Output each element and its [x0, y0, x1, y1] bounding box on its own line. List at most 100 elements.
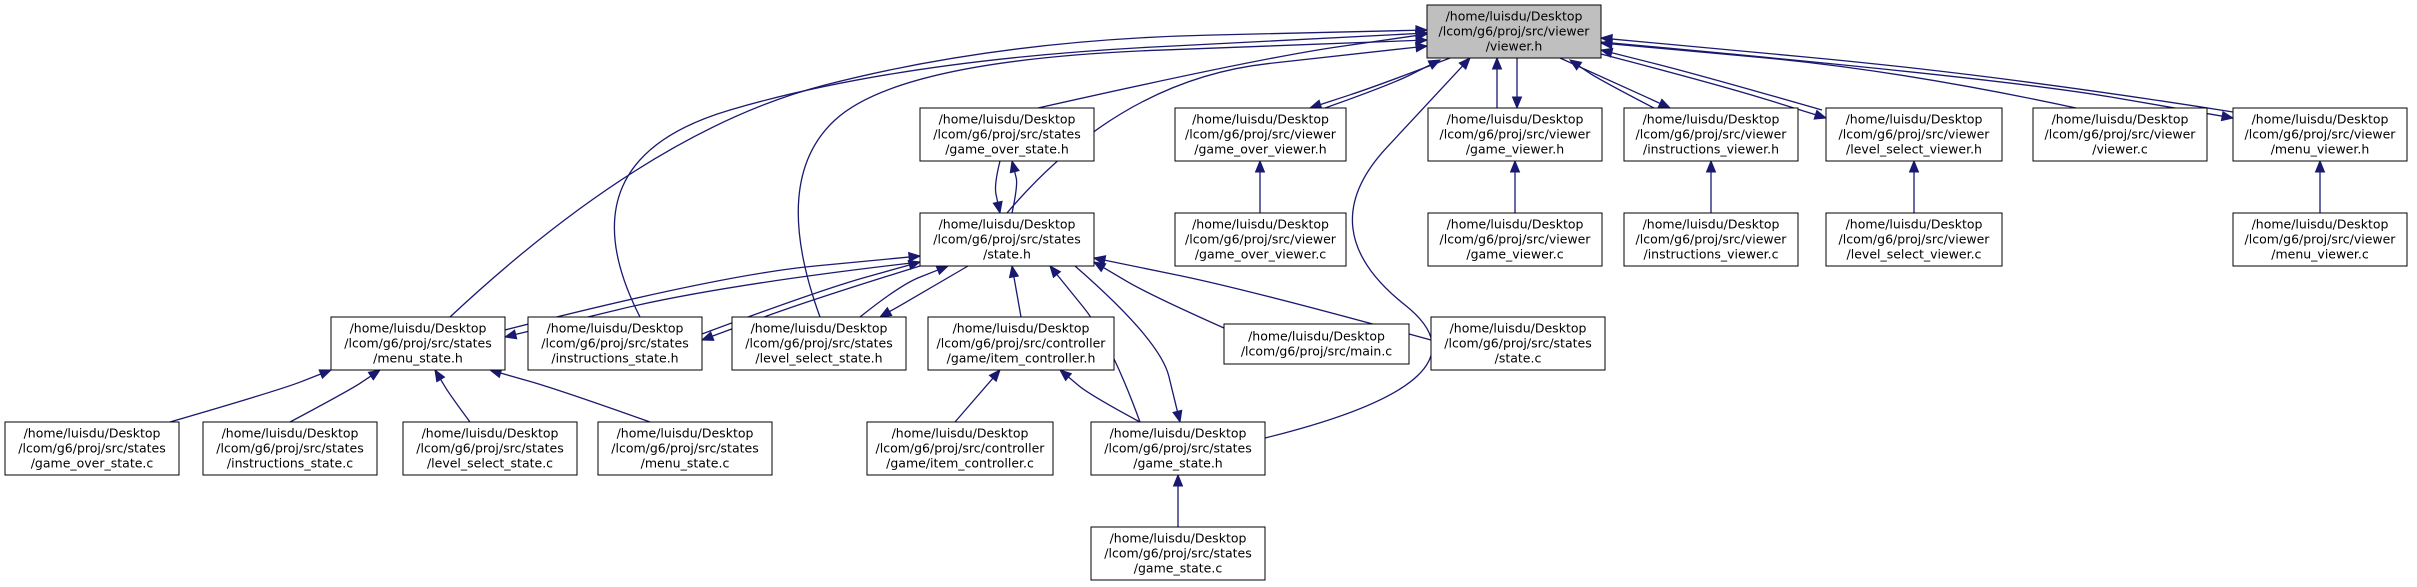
edge-menu_state_c-to-menu_state_h: [488, 368, 651, 423]
node-label-line: /viewer.h: [1486, 39, 1543, 54]
node-level-select-viewer-c[interactable]: /home/luisdu/Desktop/lcom/g6/proj/src/vi…: [1825, 212, 2003, 267]
arrowhead-icon: [1009, 159, 1020, 174]
node-box: [1223, 323, 1410, 365]
node-label-line: /home/luisdu/Desktop: [939, 112, 1076, 127]
node-label-line: /game_over_state.h: [945, 142, 1069, 157]
node-item-controller-h[interactable]: /home/luisdu/Desktop/lcom/g6/proj/src/co…: [927, 316, 1115, 371]
edge-menu_state_h-to-viewer_h: [449, 25, 1429, 318]
edge-line: [1013, 275, 1022, 318]
node-game-viewer-h[interactable]: /home/luisdu/Desktop/lcom/g6/proj/src/vi…: [1427, 107, 1603, 162]
node-label-line: /lcom/g6/proj/src/controller: [876, 441, 1046, 456]
arrowhead-icon: [878, 306, 893, 318]
node-label-line: /game/item_controller.c: [886, 456, 1034, 471]
node-box: [1174, 107, 1347, 162]
node-viewer-c[interactable]: /home/luisdu/Desktop/lcom/g6/proj/src/vi…: [2032, 107, 2208, 162]
node-label-line: /home/luisdu/Desktop: [1643, 112, 1780, 127]
arrowhead-icon: [1049, 264, 1062, 279]
node-label-line: /home/luisdu/Desktop: [617, 426, 754, 441]
node-label-line: /state.h: [983, 247, 1031, 262]
node-label-line: /lcom/g6/proj/src/viewer: [1839, 232, 1991, 247]
node-box: [330, 316, 506, 371]
edge-game_over_viewer_c-to-game_over_viewer_h: [1254, 159, 1266, 213]
node-game-over-state-h[interactable]: /home/luisdu/Desktop/lcom/g6/proj/src/st…: [919, 107, 1095, 162]
arrowhead-icon: [1008, 264, 1020, 279]
node-label-line: /home/luisdu/Desktop: [1110, 426, 1247, 441]
node-viewer-h: /home/luisdu/Desktop/lcom/g6/proj/src/vi…: [1426, 4, 1602, 59]
edge-instructions_state_c-to-menu_state_h: [289, 369, 382, 423]
arrowhead-icon: [1599, 47, 1614, 58]
node-label-line: /lcom/g6/proj/src/states: [1104, 441, 1251, 456]
edge-game_over_state_h-to-state_h: [992, 160, 1003, 215]
node-menu-state-c[interactable]: /home/luisdu/Desktop/lcom/g6/proj/src/st…: [597, 421, 773, 476]
edge-level_select_state_c-to-menu_state_h: [434, 368, 471, 423]
node-game-state-c[interactable]: /home/luisdu/Desktop/lcom/g6/proj/src/st…: [1090, 526, 1266, 581]
node-label-line: /lcom/g6/proj/src/states: [216, 441, 363, 456]
node-label-line: /lcom/g6/proj/src/viewer: [1636, 232, 1788, 247]
node-game-state-h[interactable]: /home/luisdu/Desktop/lcom/g6/proj/src/st…: [1090, 421, 1266, 476]
node-label-line: /lcom/g6/proj/src/main.c: [1241, 344, 1392, 359]
node-instructions-viewer-h[interactable]: /home/luisdu/Desktop/lcom/g6/proj/src/vi…: [1623, 107, 1799, 162]
edge-line: [1319, 57, 1451, 106]
node-item-controller-c[interactable]: /home/luisdu/Desktop/lcom/g6/proj/src/co…: [866, 421, 1054, 476]
node-label-line: /lcom/g6/proj/src/states: [18, 441, 165, 456]
edge-instructions_viewer_c-to-instructions_viewer_h: [1705, 159, 1717, 213]
node-box: [202, 421, 378, 476]
node-box: [2232, 212, 2408, 267]
edge-line: [504, 256, 911, 331]
node-level-select-state-h[interactable]: /home/luisdu/Desktop/lcom/g6/proj/src/st…: [731, 316, 907, 371]
node-state-c[interactable]: /home/luisdu/Desktop/lcom/g6/proj/src/st…: [1430, 316, 1606, 371]
edge-line: [1559, 57, 1662, 105]
node-label-line: /lcom/g6/proj/src/states: [611, 441, 758, 456]
node-game-over-viewer-h[interactable]: /home/luisdu/Desktop/lcom/g6/proj/src/vi…: [1174, 107, 1347, 162]
edge-line: [1610, 38, 2234, 113]
node-menu-state-h[interactable]: /home/luisdu/Desktop/lcom/g6/proj/src/st…: [330, 316, 506, 371]
node-label-line: /instructions_viewer.h: [1643, 142, 1779, 157]
node-instructions-viewer-c[interactable]: /home/luisdu/Desktop/lcom/g6/proj/src/vi…: [1623, 212, 1799, 267]
arrowhead-icon: [1458, 57, 1471, 70]
node-game-over-viewer-c[interactable]: /home/luisdu/Desktop/lcom/g6/proj/src/vi…: [1174, 212, 1347, 267]
arrowhead-icon: [1908, 159, 1920, 173]
arrowhead-icon: [1705, 159, 1717, 173]
node-label-line: /viewer.c: [2092, 142, 2148, 157]
node-game-viewer-c[interactable]: /home/luisdu/Desktop/lcom/g6/proj/src/vi…: [1427, 212, 1603, 267]
node-state-h[interactable]: /home/luisdu/Desktop/lcom/g6/proj/src/st…: [919, 212, 1095, 267]
node-label-line: /home/luisdu/Desktop: [892, 426, 1029, 441]
edge-viewer_h-to-game_viewer_h: [1511, 58, 1523, 110]
edge-game_state_h-to-item_controller_h: [1058, 369, 1141, 423]
node-box: [1623, 212, 1799, 267]
arrowhead-icon: [1491, 56, 1503, 70]
node-box: [1427, 212, 1603, 267]
edge-line: [1074, 265, 1179, 413]
node-label-line: /home/luisdu/Desktop: [1447, 217, 1584, 232]
node-box: [1623, 107, 1799, 162]
edge-level_select_state_h-to-state_h: [859, 265, 950, 318]
node-instructions-state-c[interactable]: /home/luisdu/Desktop/lcom/g6/proj/src/st…: [202, 421, 378, 476]
node-label-line: /lcom/g6/proj/src/states: [933, 127, 1080, 142]
edge-state_h-to-level_select_state_h: [878, 265, 969, 318]
node-box: [1825, 212, 2003, 267]
node-label-line: /lcom/g6/proj/src/states: [1444, 336, 1591, 351]
node-game-over-state-c[interactable]: /home/luisdu/Desktop/lcom/g6/proj/src/st…: [4, 421, 180, 476]
arrowhead-icon: [935, 265, 950, 276]
arrowhead-icon: [700, 331, 715, 341]
edge-line: [1037, 34, 1418, 109]
node-label-line: /game_state.c: [1134, 561, 1223, 576]
node-label-line: /lcom/g6/proj/src/states: [416, 441, 563, 456]
node-label-line: /level_select_viewer.c: [1847, 247, 1982, 262]
edge-line: [514, 261, 921, 336]
node-menu-viewer-c[interactable]: /home/luisdu/Desktop/lcom/g6/proj/src/vi…: [2232, 212, 2408, 267]
node-label-line: /home/luisdu/Desktop: [751, 321, 888, 336]
edge-menu_viewer_h-to-viewer_h: [1599, 33, 2234, 113]
node-instructions-state-h[interactable]: /home/luisdu/Desktop/lcom/g6/proj/src/st…: [527, 316, 703, 371]
node-label-line: /lcom/g6/proj/src/states: [933, 232, 1080, 247]
node-label-line: /home/luisdu/Desktop: [2252, 217, 2389, 232]
node-level-select-viewer-h[interactable]: /home/luisdu/Desktop/lcom/g6/proj/src/vi…: [1825, 107, 2003, 162]
node-menu-viewer-h[interactable]: /home/luisdu/Desktop/lcom/g6/proj/src/vi…: [2232, 107, 2408, 162]
node-label-line: /home/luisdu/Desktop: [222, 426, 359, 441]
node-box: [527, 316, 703, 371]
node-label-line: /lcom/g6/proj/src/viewer: [2245, 127, 2397, 142]
edge-instructions_viewer_h-to-viewer_h: [1568, 59, 1655, 109]
node-label-line: /instructions_state.c: [227, 456, 353, 471]
node-level-select-state-c[interactable]: /home/luisdu/Desktop/lcom/g6/proj/src/st…: [402, 421, 578, 476]
node-main-c[interactable]: /home/luisdu/Desktop/lcom/g6/proj/src/ma…: [1223, 323, 1410, 365]
